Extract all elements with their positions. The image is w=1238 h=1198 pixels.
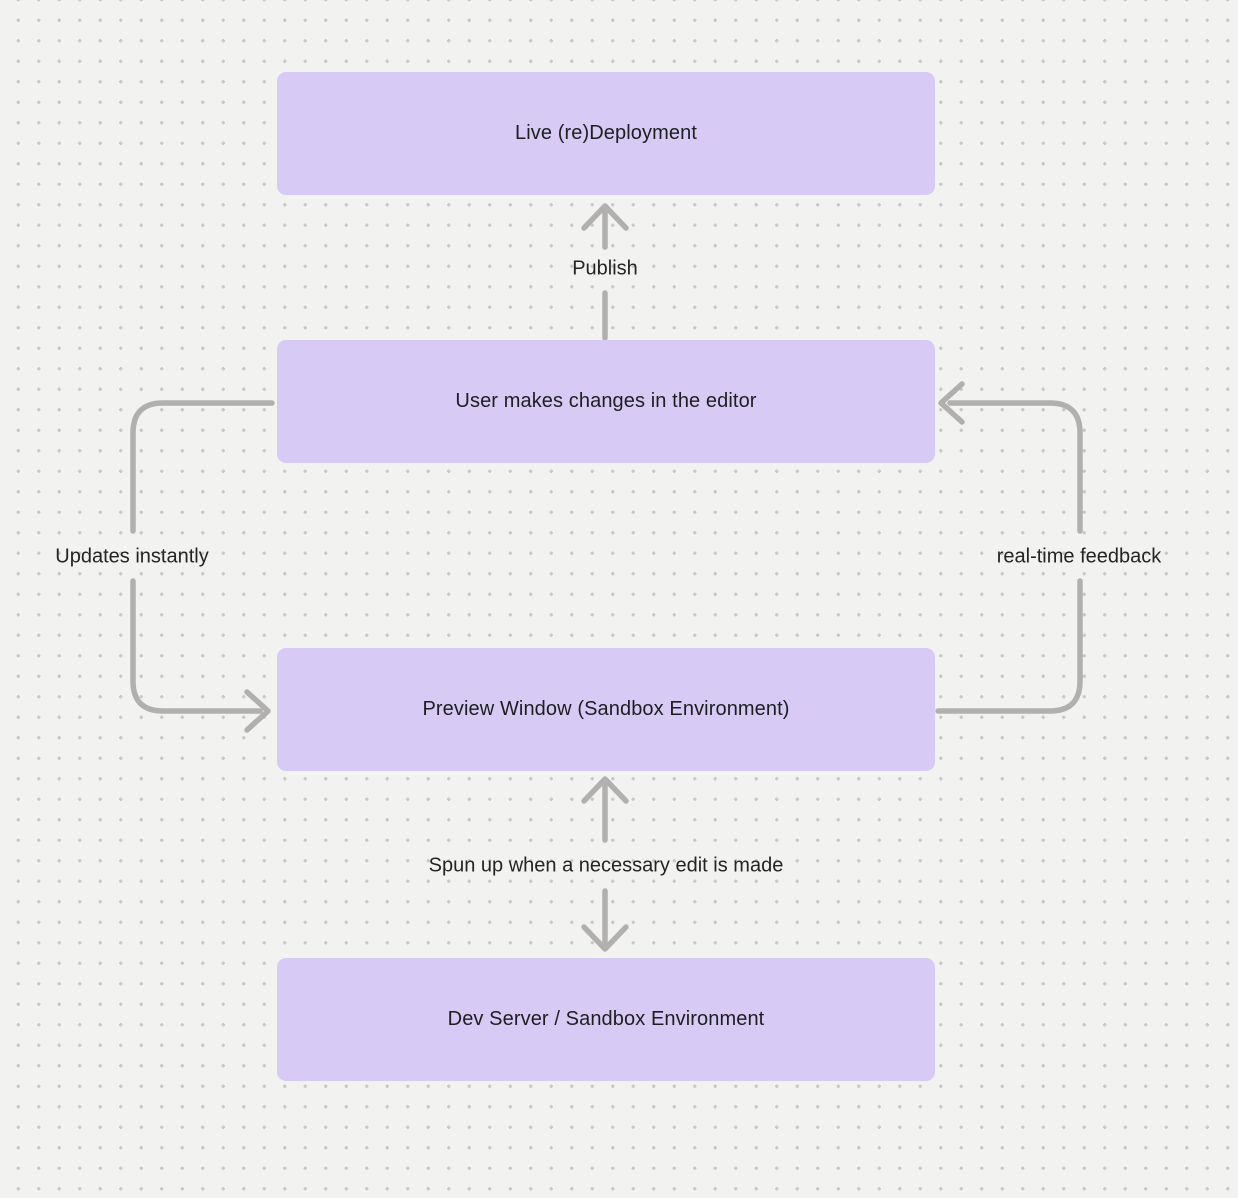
- arrowhead-up-icon: [581, 203, 629, 231]
- node-preview-window-label: Preview Window (Sandbox Environment): [422, 698, 790, 720]
- updates-instantly-edge-label[interactable]: Updates instantly: [55, 545, 209, 568]
- real-time-feedback-edge-label[interactable]: real-time feedback: [996, 545, 1162, 568]
- node-user-editor[interactable]: User makes changes in the editor: [277, 340, 935, 463]
- spun-up-edge-label[interactable]: Spun up when a necessary edit is made: [428, 854, 784, 877]
- node-live-redeployment-label: Live (re)Deployment: [515, 122, 697, 144]
- node-dev-server-label: Dev Server / Sandbox Environment: [447, 1008, 765, 1030]
- node-dev-server[interactable]: Dev Server / Sandbox Environment: [277, 958, 935, 1081]
- arrowhead-up-icon: [581, 776, 629, 804]
- publish-arrow[interactable]: [581, 203, 629, 341]
- node-preview-window[interactable]: Preview Window (Sandbox Environment): [277, 648, 935, 771]
- spun-up-connector[interactable]: [581, 776, 629, 952]
- publish-edge-label[interactable]: Publish: [572, 257, 638, 280]
- node-user-editor-label: User makes changes in the editor: [455, 390, 757, 412]
- arrowhead-down-icon: [581, 924, 629, 952]
- arrowhead-right-icon: [244, 689, 271, 733]
- real-time-feedback-connector[interactable]: [935, 381, 1083, 714]
- arrowhead-left-icon: [938, 381, 965, 425]
- updates-instantly-connector[interactable]: [130, 400, 275, 733]
- node-live-redeployment[interactable]: Live (re)Deployment: [277, 72, 935, 195]
